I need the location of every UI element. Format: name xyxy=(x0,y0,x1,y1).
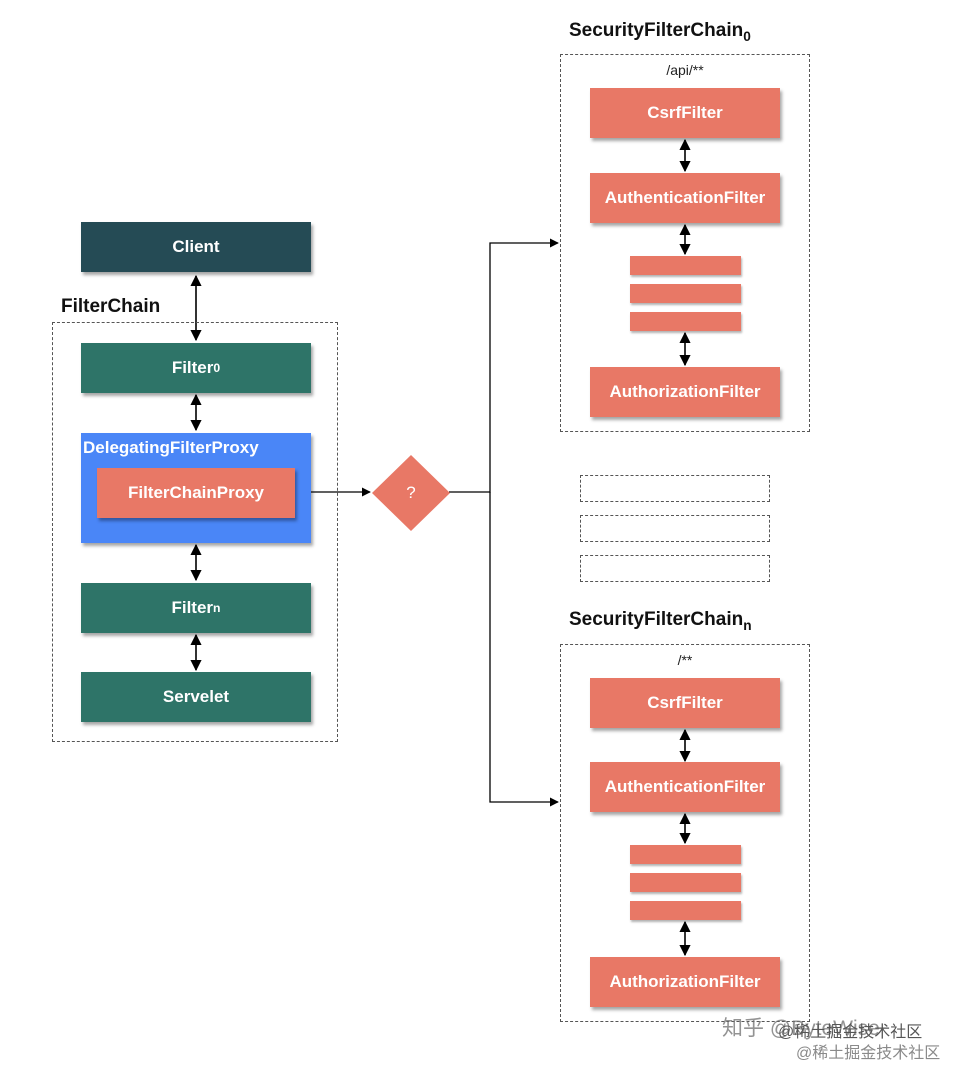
chainn-filter-placeholder xyxy=(630,901,741,920)
filter-chain-title: FilterChain xyxy=(61,296,161,317)
chain0-filter-placeholder xyxy=(630,256,741,275)
watermark-primary: 知乎 @ByteWise xyxy=(722,1017,880,1040)
chainn-title-subscript: n xyxy=(743,617,752,633)
arrow-decision-chain0 xyxy=(449,238,559,493)
filtern-label: Filter xyxy=(171,598,214,617)
arrow-decision-chainn xyxy=(489,492,559,807)
chainn-authentication-filter: AuthenticationFilter xyxy=(590,762,780,812)
watermark-secondary: @稀土掘金技术社区 xyxy=(796,1045,941,1062)
chain0-csrf-filter: CsrfFilter xyxy=(590,88,780,138)
chain0-title-subscript: 0 xyxy=(743,28,751,44)
chain0-filter-placeholder xyxy=(630,312,741,331)
chain0-title-text: SecurityFilterChain xyxy=(569,20,744,41)
security-filter-chain-0-title: SecurityFilterChain0 xyxy=(569,20,751,44)
filter-chain-container xyxy=(52,322,338,742)
decision-label: ? xyxy=(406,483,416,502)
security-filter-chain-n-container xyxy=(560,644,810,1022)
chain0-pattern: /api/** xyxy=(666,62,704,78)
delegating-filter-proxy-label: DelegatingFilterProxy xyxy=(83,438,259,457)
omitted-chain-placeholder xyxy=(580,475,770,502)
servlet-node: Servelet xyxy=(81,672,311,722)
chainn-pattern: /** xyxy=(677,652,693,668)
chainn-authorization-filter: AuthorizationFilter xyxy=(590,957,780,1007)
filter0-label: Filter xyxy=(171,358,214,377)
omitted-chain-placeholder xyxy=(580,515,770,542)
omitted-chain-placeholder xyxy=(580,555,770,582)
security-filter-chain-n-title: SecurityFilterChainn xyxy=(569,609,752,633)
client-node: Client xyxy=(81,222,311,272)
chain0-filter-placeholder xyxy=(630,284,741,303)
chainn-csrf-filter: CsrfFilter xyxy=(590,678,780,728)
watermark-overlay: @稀土掘金技术社区 xyxy=(778,1024,923,1041)
filter-chain-proxy-node: FilterChainProxy xyxy=(97,468,295,518)
security-filter-chain-0-container xyxy=(560,54,810,432)
chain0-authentication-filter: AuthenticationFilter xyxy=(590,173,780,223)
chain0-authorization-filter: AuthorizationFilter xyxy=(590,367,780,417)
chainn-filter-placeholder xyxy=(630,873,741,892)
chainn-filter-placeholder xyxy=(630,845,741,864)
chainn-title-text: SecurityFilterChain xyxy=(569,609,744,630)
decision-diamond xyxy=(372,455,450,531)
